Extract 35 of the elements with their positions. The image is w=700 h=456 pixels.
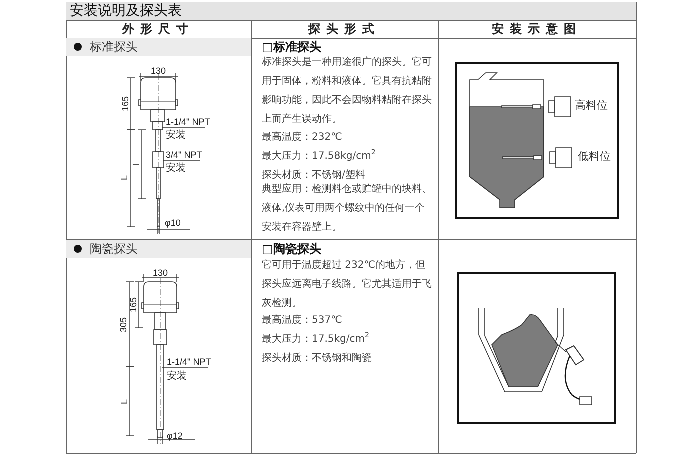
spec-text: 最大压力：17.58kg/cm$^{2}$ bbox=[262, 150, 376, 164]
dimension-label: 130 bbox=[153, 268, 168, 279]
dimension-label: l bbox=[132, 164, 142, 166]
description-text: 它可用于温度超过 232℃的地方，但探头应远离电子线路。它尤其适用于飞灰检测。 bbox=[262, 258, 433, 311]
dimension-label: 3/4" NPT bbox=[166, 150, 202, 161]
level-label: 低料位 bbox=[578, 150, 611, 164]
spec-text: 最大压力：17.5kg/cm$^{2}$ bbox=[262, 333, 370, 347]
dimension-label: L bbox=[120, 400, 130, 404]
probe-type-heading: □标准探头 bbox=[262, 40, 322, 54]
column-header: 探头形式 bbox=[307, 22, 382, 36]
dimension-note: 安装 bbox=[166, 163, 186, 175]
section-heading: 标准探头 bbox=[90, 40, 138, 54]
spec-text: 探头材质：不锈钢和陶瓷 bbox=[262, 352, 372, 366]
dimension-note: 安装 bbox=[167, 371, 187, 383]
dimension-label: φ10 bbox=[165, 218, 181, 229]
spec-text: 最高温度：537℃ bbox=[262, 314, 342, 328]
column-header: 安装示意图 bbox=[491, 22, 583, 36]
dimension-label: 165 bbox=[128, 297, 140, 313]
level-label: 高料位 bbox=[575, 99, 608, 112]
column-header: 外形尺寸 bbox=[121, 22, 196, 36]
dimension-label: φ12 bbox=[167, 431, 183, 442]
title-bar: 安装说明及探头表 bbox=[66, 2, 636, 20]
spec-text: 探头材质：不锈钢/塑料 bbox=[262, 169, 366, 183]
dimension-note: 安装 bbox=[166, 130, 186, 142]
section-heading: 陶瓷探头 bbox=[90, 242, 138, 256]
description-text: 典型应用：检测料仓或贮罐中的块料、液体,仪表可用两个螺纹中的任何一个安装在容器壁上。 bbox=[262, 182, 433, 235]
spec-text: 最高温度：232℃ bbox=[262, 131, 342, 145]
dimension-label: 1-1/4" NPT bbox=[167, 357, 212, 368]
dimension-label: 305 bbox=[118, 317, 130, 333]
description-text: 标准探头是一种用途很广的探头。它可用于固体，粉料和液体。它具有抗粘附影响功能，因此不会因物料粘附在探头上而产生误动作。 bbox=[262, 56, 433, 127]
dimension-label: 165 bbox=[120, 96, 132, 112]
dimension-label: 130 bbox=[151, 66, 166, 77]
probe-type-heading: □陶瓷探头 bbox=[262, 242, 322, 256]
dimension-label: L bbox=[120, 176, 130, 180]
dimension-label: 1-1/4" NPT bbox=[166, 117, 210, 128]
